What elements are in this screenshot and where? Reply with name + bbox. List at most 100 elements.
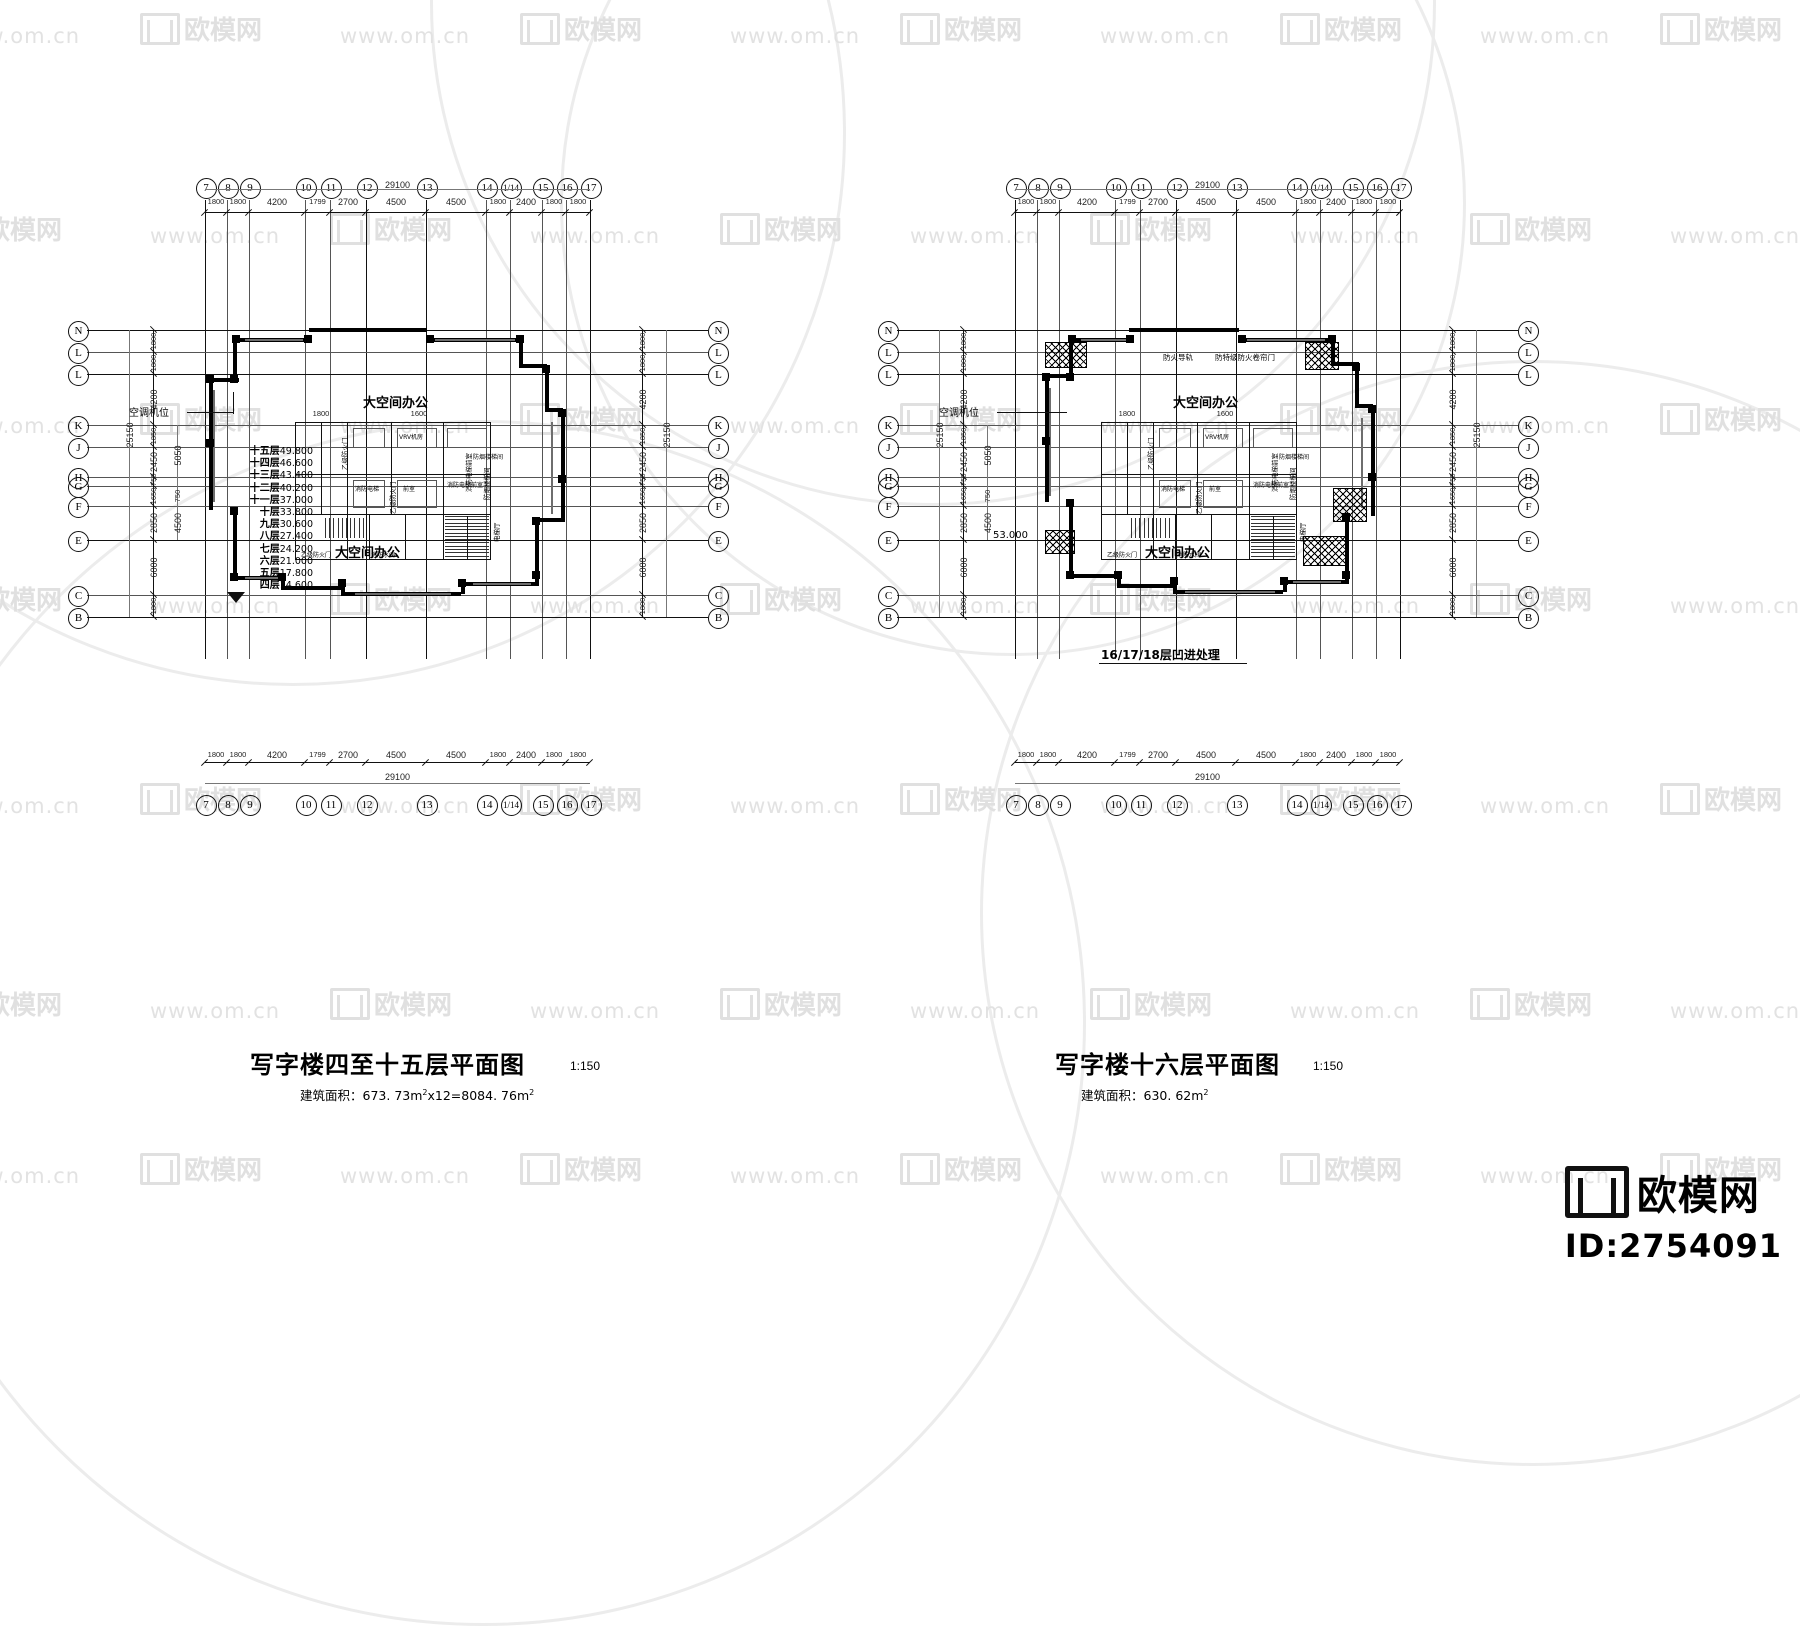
grid-bubble-bottom: 14 — [1286, 795, 1308, 816]
grid-bubble-right: C — [1518, 585, 1539, 607]
dim-text-top: 4500 — [1255, 197, 1277, 207]
grid-bubble-bottom: 10 — [295, 795, 317, 816]
core-room-label: VRV机房 — [399, 434, 424, 441]
dim-text-top: 4500 — [445, 197, 467, 207]
grid-bubble-top: 11 — [1130, 178, 1152, 199]
exterior-wall — [341, 582, 345, 594]
core-room-label: 防烟楼梯间 — [473, 454, 504, 461]
grid-bubble-right: J — [1518, 437, 1539, 459]
core-room-label-v: 乙级防火门 — [389, 481, 397, 515]
exterior-wall — [1355, 404, 1373, 408]
grid-bubble-bottom: 17 — [1390, 795, 1412, 816]
grid-bubble-bottom: 12 — [1166, 795, 1188, 816]
stair-tread — [346, 518, 347, 538]
floor-level-row: 十一层37.000 — [213, 491, 313, 506]
dim-text-bottom: 1799 — [1119, 750, 1136, 759]
dim-text-top: 1800 — [207, 197, 225, 206]
floor-level-name: 五层 — [259, 568, 280, 579]
exterior-wall — [519, 364, 547, 368]
grid-bubble-top: 9 — [1049, 178, 1071, 199]
structural-column — [1170, 577, 1178, 585]
dim-tick — [586, 758, 594, 767]
floor-level-row: 十四层46.600 — [213, 454, 313, 469]
floor-level-elevation: 14.600 — [279, 580, 313, 592]
grid-bubble-bottom: 10 — [1105, 795, 1127, 816]
grid-bubble-top: 14 — [1286, 178, 1308, 199]
floor-level-row: 十二层40.200 — [213, 479, 313, 494]
stair-tread — [1152, 518, 1153, 538]
room-label-office-top: 大空间办公 — [1173, 396, 1239, 411]
dim-text-top: 4500 — [1195, 197, 1217, 207]
elevator-cab — [1159, 428, 1191, 448]
dim-text-right: 1800 — [1448, 597, 1457, 615]
dim-chain-left — [963, 330, 964, 617]
dim-text-bottom: 2400 — [515, 750, 537, 760]
gridline-vertical — [542, 200, 543, 659]
dim-text-top: 4200 — [266, 197, 288, 207]
exterior-wall — [233, 338, 237, 382]
room-label-ac-unit: 空调机位 — [129, 408, 169, 419]
exterior-wall — [209, 378, 237, 382]
plan-title: 写字楼十六层平面图 — [1055, 1051, 1280, 1079]
structural-column — [1328, 335, 1336, 343]
area-value-1: 673. 73m — [362, 1088, 423, 1103]
grid-bubble-top: 17 — [580, 178, 602, 199]
dim-tick — [1396, 758, 1404, 767]
exterior-wall — [281, 586, 341, 590]
stair-tread — [337, 518, 339, 538]
grid-bubble-top: 7 — [195, 178, 217, 199]
elevator-cab — [1203, 480, 1243, 508]
grid-bubble-right: B — [708, 607, 729, 629]
dim-text-right: 4200 — [638, 389, 648, 410]
annotation-elevation: 53.000 — [993, 530, 1028, 541]
grid-bubble-top: 10 — [1105, 178, 1127, 199]
gridline-vertical — [1376, 200, 1377, 659]
stair-tread — [1147, 518, 1149, 538]
exterior-wall — [535, 522, 539, 574]
leader-line — [187, 412, 233, 413]
grid-bubble-bottom: 11 — [320, 795, 342, 816]
core-partition — [347, 422, 348, 560]
area-sup-1: 2 — [422, 1087, 428, 1097]
dim-chain-top-total — [1015, 189, 1400, 190]
gridline-horizontal — [897, 477, 1518, 478]
grid-bubble-bottom: 16 — [1366, 795, 1388, 816]
gridline-horizontal — [897, 486, 1518, 487]
grid-bubble-top: 10 — [295, 178, 317, 199]
floor-level-row: 七层24.200 — [213, 540, 313, 555]
grid-bubble-top: 16 — [556, 178, 578, 199]
grid-bubble-top: 8 — [1027, 178, 1049, 199]
area-value-1: 630. 62m — [1143, 1088, 1204, 1103]
core-partition — [295, 474, 491, 475]
dim-text-bottom: 4500 — [1195, 750, 1217, 760]
dim-text-top: 1799 — [309, 197, 326, 206]
grid-bubble-right: E — [708, 530, 729, 552]
dim-text-right: 1800 — [1448, 332, 1457, 350]
dim-text-right: 1800 — [638, 354, 647, 372]
grid-bubble-left: C — [68, 585, 89, 607]
annotation-recess: 16/17/18层凹进处理 — [1101, 648, 1220, 662]
floor-level-elevation: 49.800 — [279, 446, 313, 457]
window-band — [1361, 418, 1364, 508]
floor-level-name: 六层 — [259, 555, 280, 567]
dim-sub-left: 4500 — [983, 512, 993, 534]
gridline-vertical — [590, 200, 591, 659]
core-partition — [369, 514, 370, 560]
dim-text-left: 750 — [149, 473, 158, 486]
grid-bubble-top: 12 — [356, 178, 378, 199]
floor-level-name: 十一层 — [249, 494, 280, 506]
structural-column — [230, 375, 238, 383]
dim-text-right: 750 — [1448, 473, 1457, 486]
dim-text-bottom: 4200 — [266, 750, 288, 760]
grid-bubble-top: 1/14 — [500, 178, 522, 199]
elevator-cab — [1253, 428, 1293, 448]
dim-chain-bottom-total — [205, 783, 590, 784]
gridline-vertical — [330, 200, 331, 659]
stair-tread — [1143, 518, 1145, 538]
gridline-vertical — [1236, 200, 1237, 659]
grid-bubble-left: L — [878, 342, 899, 364]
dim-text-bottom: 1800 — [1355, 750, 1373, 759]
dim-chain-top — [205, 212, 590, 213]
core-room-label: 消防电梯前室 — [447, 482, 484, 489]
